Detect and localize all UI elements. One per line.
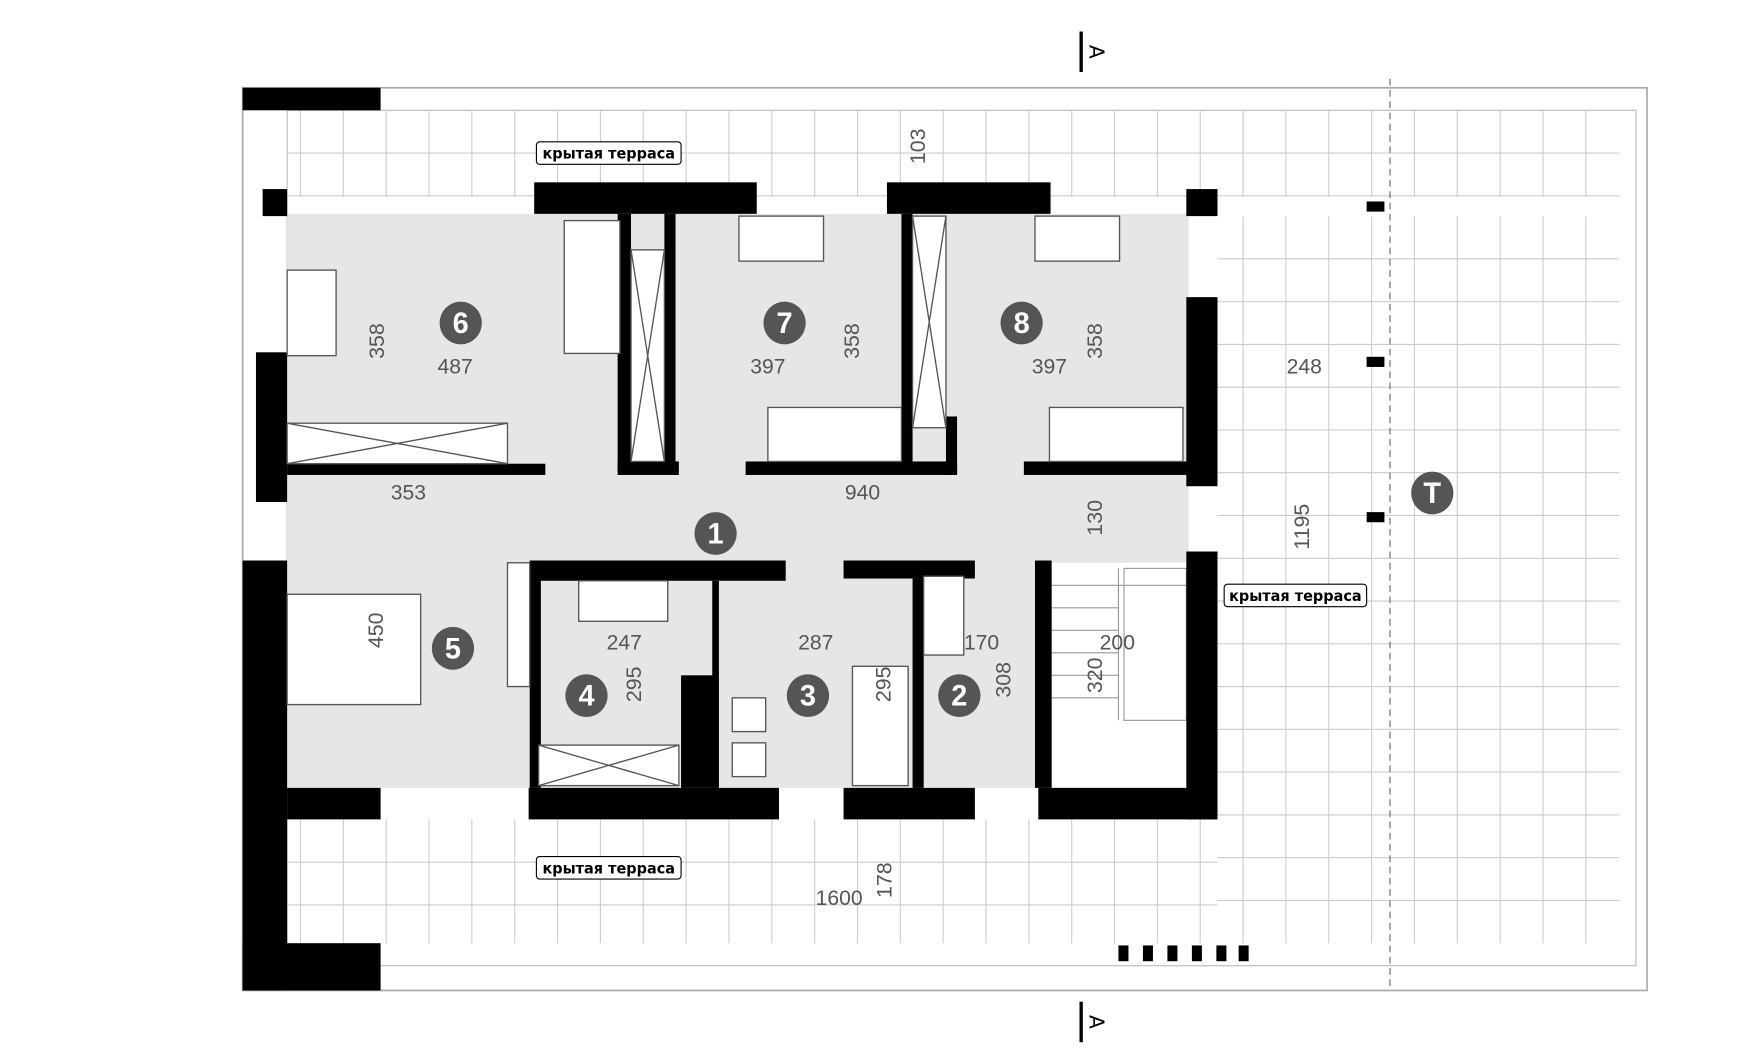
- dim-487: 487: [438, 355, 473, 379]
- dim-295-room3: 295: [871, 666, 895, 702]
- dim-308: 308: [992, 662, 1016, 698]
- dim-1195: 1195: [1290, 504, 1314, 550]
- dimension-labels: 103 358 487 397 358 397 358 248 353 940 …: [364, 128, 1322, 909]
- room-badge-4: 4: [565, 674, 608, 717]
- svg-text:T: T: [1423, 478, 1441, 510]
- dim-287: 287: [798, 630, 833, 654]
- svg-text:7: 7: [777, 308, 793, 340]
- dim-358-room7: 358: [840, 323, 864, 359]
- dim-940: 940: [845, 481, 880, 505]
- svg-text:5: 5: [445, 633, 461, 665]
- svg-text:6: 6: [453, 308, 469, 340]
- svg-text:крытая терраса: крытая терраса: [1229, 589, 1362, 605]
- dim-358-room6: 358: [365, 323, 389, 359]
- svg-text:крытая терраса: крытая терраса: [542, 861, 675, 877]
- svg-text:крытая терраса: крытая терраса: [542, 147, 675, 163]
- dim-295-room4: 295: [622, 666, 646, 702]
- dim-130: 130: [1083, 500, 1107, 536]
- dim-450: 450: [364, 612, 388, 648]
- dim-247: 247: [607, 630, 642, 654]
- svg-text:2: 2: [951, 681, 967, 713]
- dim-397-room7: 397: [750, 355, 785, 379]
- room-badge-8: 8: [1000, 301, 1043, 345]
- terrace-label-right: крытая терраса: [1223, 583, 1368, 608]
- dim-358-room8: 358: [1083, 323, 1107, 359]
- walls: [242, 87, 1218, 991]
- dim-178: 178: [873, 862, 897, 898]
- room-badge-2: 2: [938, 674, 981, 717]
- section-marker-top: A: [1079, 31, 1109, 73]
- dim-320: 320: [1083, 657, 1107, 693]
- room-badges: 1 2 3 4 5 6 7 8 T: [431, 301, 1454, 717]
- dim-353: 353: [391, 481, 426, 505]
- terrace-posts: [1118, 201, 1385, 962]
- room-badge-3: 3: [786, 674, 830, 717]
- terrace-label-top: крытая терраса: [535, 141, 682, 165]
- dim-103: 103: [906, 128, 930, 164]
- svg-text:4: 4: [578, 681, 595, 713]
- dim-397-room8: 397: [1032, 355, 1067, 379]
- dim-1600: 1600: [816, 886, 863, 910]
- room-badge-5: 5: [431, 626, 475, 670]
- furniture: [286, 215, 1184, 787]
- dim-170: 170: [964, 630, 999, 654]
- terrace-badge-t: T: [1411, 471, 1454, 515]
- svg-text:8: 8: [1014, 308, 1030, 340]
- room-badge-6: 6: [439, 301, 482, 345]
- dim-200: 200: [1100, 630, 1135, 654]
- terrace-label-bottom: крытая терраса: [535, 855, 682, 880]
- dim-248: 248: [1287, 355, 1322, 379]
- section-marker-bottom: A: [1079, 1001, 1109, 1043]
- svg-text:A: A: [1085, 45, 1109, 59]
- room-badge-7: 7: [763, 301, 806, 345]
- room-badge-1: 1: [694, 512, 737, 555]
- svg-text:A: A: [1085, 1015, 1109, 1029]
- svg-text:3: 3: [800, 681, 816, 713]
- svg-text:1: 1: [708, 518, 724, 550]
